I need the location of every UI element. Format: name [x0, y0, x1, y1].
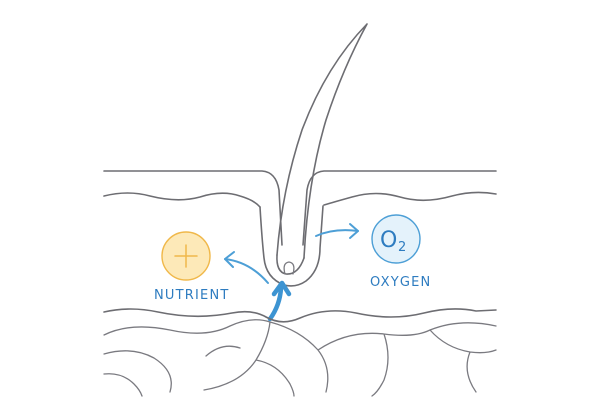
oxygen-icon: O 2: [371, 214, 421, 264]
nutrient-arrowhead: [224, 251, 235, 268]
epidermis-boundary-right: [323, 191, 497, 206]
dermal-papilla: [283, 261, 295, 275]
oxygen-arrow: [315, 229, 359, 237]
nutrient-label: NUTRIENT: [154, 288, 230, 303]
supply-arrow: [267, 285, 284, 322]
nutrient-icon: [161, 231, 211, 281]
epidermis-boundary-left: [103, 192, 261, 208]
supply-arrowhead: [271, 280, 292, 297]
hair-shaft: [276, 23, 368, 259]
dermis-boundary: [103, 308, 497, 323]
oxygen-subscript: 2: [398, 240, 406, 255]
oxygen-label: OXYGEN: [370, 275, 432, 290]
fat-tissue-lines: [103, 319, 497, 397]
skin-surface-line: [103, 170, 283, 246]
oxygen-symbol: O: [380, 228, 397, 253]
hair-bulb: [276, 254, 305, 275]
oxygen-arrowhead: [349, 223, 359, 239]
nutrient-arrow: [224, 258, 269, 284]
